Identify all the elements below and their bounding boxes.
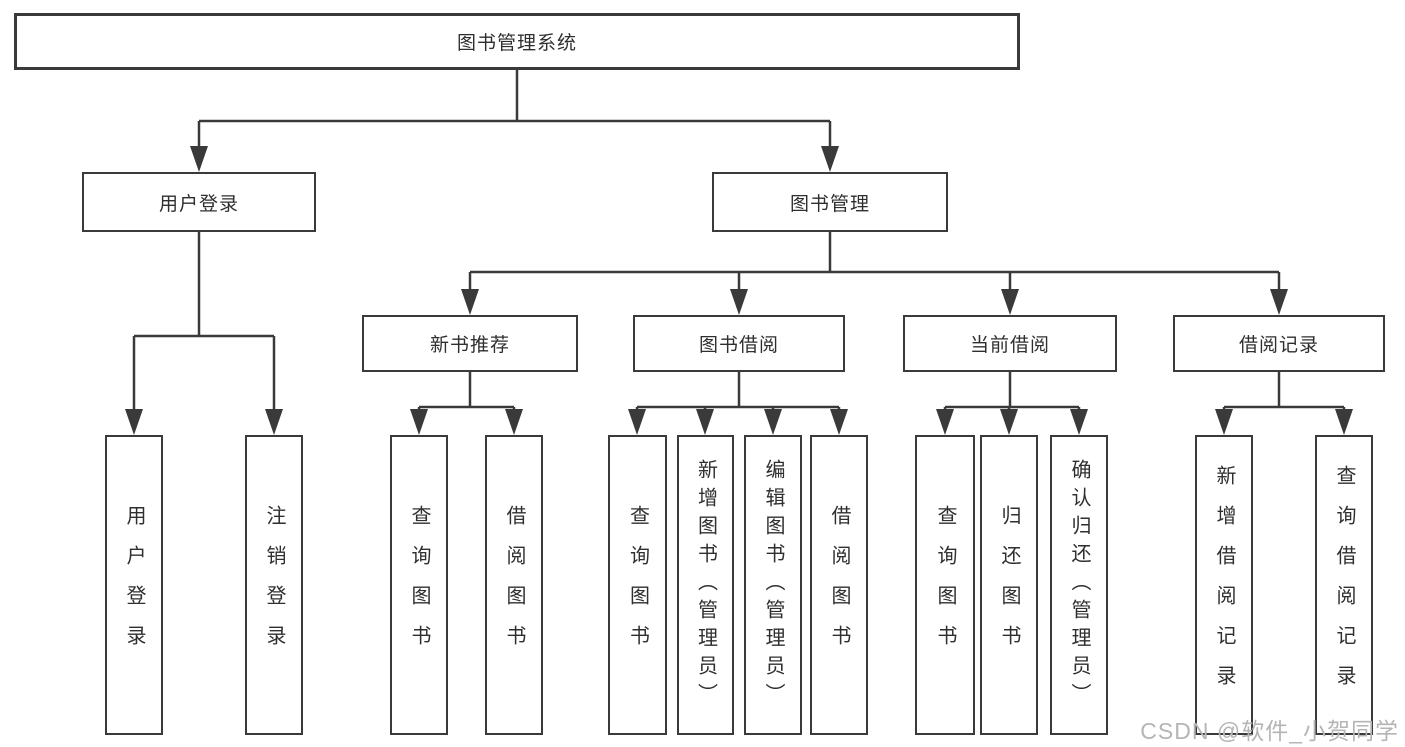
node-label: 借阅图书 (503, 505, 525, 665)
node-label: 图书借阅 (698, 335, 779, 356)
node-label: 用户登录 (158, 193, 239, 215)
node-leaf-return-book: 归还图书 (980, 435, 1038, 735)
node-user-login: 用户登录 (82, 172, 316, 232)
node-leaf-query-books-borrow: 查询图书 (608, 435, 667, 735)
node-leaf-edit-book-admin: 编辑图书（管理员） (744, 435, 802, 735)
node-current-borrow: 当前借阅 (903, 315, 1117, 372)
node-label: 图书管理系统 (456, 33, 577, 54)
node-label: 编辑图书（管理员） (762, 459, 784, 711)
node-label: 注销登录 (263, 505, 285, 665)
node-label: 查询图书 (626, 505, 649, 665)
node-label: 新增图书（管理员） (694, 459, 717, 711)
node-leaf-query-books-current: 查询图书 (915, 435, 975, 735)
node-leaf-borrow-books: 借阅图书 (810, 435, 868, 735)
node-leaf-confirm-return-admin: 确认归还（管理员） (1050, 435, 1108, 735)
node-leaf-logout: 注销登录 (245, 435, 303, 735)
node-label: 借阅记录 (1238, 335, 1319, 356)
node-label: 用户登录 (123, 505, 145, 665)
node-book-borrow: 图书借阅 (633, 315, 845, 372)
node-leaf-borrow-books-recommend: 借阅图书 (485, 435, 543, 735)
node-label: 查询图书 (408, 505, 430, 665)
node-leaf-query-borrow-record: 查询借阅记录 (1315, 435, 1373, 735)
csdn-watermark: CSDN @软件_小贺同学 (1140, 718, 1399, 744)
node-label: 确认归还（管理员） (1068, 459, 1090, 711)
node-leaf-add-borrow-record: 新增借阅记录 (1195, 435, 1253, 735)
node-label: 查询图书 (934, 505, 956, 665)
node-label: 图书管理 (789, 193, 870, 215)
node-label: 当前借阅 (969, 335, 1050, 356)
node-leaf-add-book-admin: 新增图书（管理员） (677, 435, 734, 735)
node-leaf-query-books-recommend: 查询图书 (390, 435, 448, 735)
node-library-system: 图书管理系统 (14, 13, 1020, 70)
node-leaf-user-login: 用户登录 (105, 435, 163, 735)
node-label: 新书推荐 (429, 335, 510, 356)
node-label: 借阅图书 (828, 505, 850, 665)
node-book-management: 图书管理 (712, 172, 948, 232)
node-label: 查询借阅记录 (1333, 465, 1355, 705)
node-label: 归还图书 (998, 505, 1020, 665)
node-label: 新增借阅记录 (1213, 465, 1235, 705)
node-borrow-records: 借阅记录 (1173, 315, 1385, 372)
node-new-book-recommend: 新书推荐 (362, 315, 578, 372)
